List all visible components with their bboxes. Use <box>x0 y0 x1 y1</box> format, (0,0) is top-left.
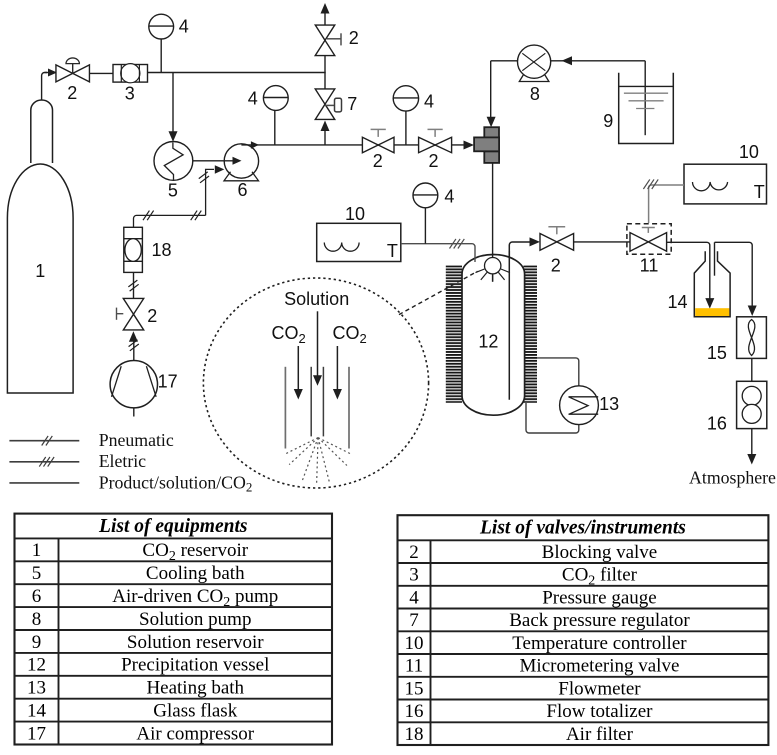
svg-text:Air filter: Air filter <box>566 724 634 745</box>
svg-text:6: 6 <box>237 180 247 200</box>
svg-text:6: 6 <box>32 586 42 607</box>
svg-text:10: 10 <box>345 204 365 224</box>
svg-text:2: 2 <box>551 256 561 276</box>
svg-text:2: 2 <box>428 151 438 171</box>
svg-text:Atmosphere: Atmosphere <box>689 468 776 488</box>
svg-text:T: T <box>754 182 765 202</box>
svg-text:18: 18 <box>151 240 171 260</box>
svg-text:7: 7 <box>409 610 419 631</box>
svg-text:16: 16 <box>707 414 727 434</box>
svg-text:CO2: CO2 <box>333 323 367 346</box>
svg-text:Solution reservoir: Solution reservoir <box>127 632 264 653</box>
svg-text:3: 3 <box>125 83 135 103</box>
svg-text:2: 2 <box>373 151 383 171</box>
svg-text:18: 18 <box>405 724 424 745</box>
svg-text:Solution pump: Solution pump <box>139 609 251 630</box>
svg-text:13: 13 <box>599 394 619 414</box>
svg-text:4: 4 <box>409 588 419 609</box>
svg-text:7: 7 <box>347 94 357 114</box>
svg-text:Pneumatic: Pneumatic <box>99 430 174 450</box>
svg-text:5: 5 <box>168 181 178 201</box>
svg-text:9: 9 <box>32 632 42 653</box>
svg-text:Eletric: Eletric <box>99 451 146 471</box>
svg-text:4: 4 <box>444 186 454 206</box>
svg-text:CO2: CO2 <box>272 323 306 346</box>
svg-text:Air-driven CO2 pump: Air-driven CO2 pump <box>112 586 278 610</box>
svg-text:List of valves/instruments: List of valves/instruments <box>479 518 686 539</box>
svg-text:4: 4 <box>424 92 434 112</box>
svg-text:8: 8 <box>530 84 540 104</box>
svg-text:List of equipments: List of equipments <box>98 516 247 537</box>
svg-text:2: 2 <box>147 306 157 326</box>
svg-text:Back pressure regulator: Back pressure regulator <box>509 610 690 631</box>
svg-text:Micrometering valve: Micrometering valve <box>520 656 680 677</box>
svg-text:12: 12 <box>27 655 46 676</box>
svg-text:10: 10 <box>405 633 424 654</box>
svg-text:1: 1 <box>32 540 42 561</box>
svg-text:Glass flask: Glass flask <box>153 700 237 721</box>
svg-text:4: 4 <box>179 17 189 37</box>
svg-text:Air compressor: Air compressor <box>136 723 254 744</box>
svg-text:Heating bath: Heating bath <box>146 678 244 699</box>
svg-text:Precipitation vessel: Precipitation vessel <box>121 655 269 676</box>
svg-text:CO2 reservoir: CO2 reservoir <box>142 540 248 564</box>
svg-text:Flowmeter: Flowmeter <box>558 678 641 699</box>
svg-text:17: 17 <box>158 372 178 392</box>
svg-text:9: 9 <box>603 111 613 131</box>
svg-text:10: 10 <box>739 142 759 162</box>
svg-text:Product/solution/CO2: Product/solution/CO2 <box>99 472 253 494</box>
svg-text:T: T <box>387 241 398 261</box>
svg-text:14: 14 <box>27 700 47 721</box>
svg-text:Solution: Solution <box>284 289 349 309</box>
svg-text:2: 2 <box>409 542 419 563</box>
svg-text:11: 11 <box>640 256 659 276</box>
svg-text:2: 2 <box>349 28 359 48</box>
svg-text:Cooling bath: Cooling bath <box>146 563 245 584</box>
svg-text:4: 4 <box>248 89 258 109</box>
svg-text:5: 5 <box>32 563 42 584</box>
svg-text:13: 13 <box>27 678 46 699</box>
svg-text:1: 1 <box>35 261 45 281</box>
svg-text:Blocking valve: Blocking valve <box>542 542 658 563</box>
svg-text:15: 15 <box>707 343 727 363</box>
svg-text:11: 11 <box>405 656 423 677</box>
svg-text:Temperature controller: Temperature controller <box>512 633 687 654</box>
svg-text:Pressure gauge: Pressure gauge <box>542 588 657 609</box>
svg-text:3: 3 <box>409 565 419 586</box>
svg-text:17: 17 <box>27 723 46 744</box>
svg-text:Flow totalizer: Flow totalizer <box>546 701 653 722</box>
svg-text:8: 8 <box>32 609 42 630</box>
svg-text:16: 16 <box>405 701 424 722</box>
svg-text:15: 15 <box>405 678 424 699</box>
svg-text:14: 14 <box>667 292 687 312</box>
svg-text:CO2 filter: CO2 filter <box>562 565 638 589</box>
svg-text:2: 2 <box>67 83 77 103</box>
svg-text:12: 12 <box>478 331 498 351</box>
